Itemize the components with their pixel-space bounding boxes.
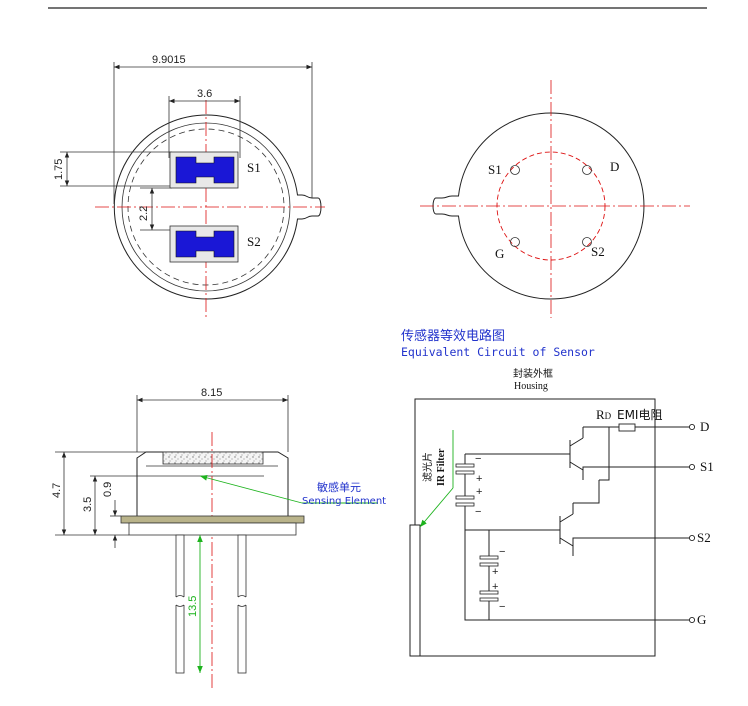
dim-h2: 3.5 (82, 497, 94, 512)
sensor-capacitor-1 (455, 454, 475, 475)
label-g-bottom: G (495, 246, 504, 261)
base-header (128, 522, 297, 536)
cap2-minus: − (475, 506, 481, 518)
pin-s1 (510, 165, 520, 175)
cap3-plus: + (492, 566, 498, 578)
terminal-d (688, 423, 696, 431)
cap1-minus: − (475, 453, 481, 465)
jfet-2 (559, 503, 574, 556)
cap3-minus: − (499, 546, 505, 558)
filter-label-cn: 滤光片 (421, 452, 434, 482)
terminal-label-d: D (700, 419, 709, 434)
emi-label: EMI电阻 (617, 408, 662, 422)
terminal-s2 (688, 534, 696, 542)
housing-label-en: Housing (514, 381, 548, 392)
dim-h3: 0.9 (102, 482, 114, 497)
label-s1-top: S1 (247, 160, 261, 175)
dim-lead: 13.5 (187, 596, 199, 617)
pin-circle (496, 151, 606, 261)
dim-height: 1.75 (53, 159, 65, 180)
dim-height-side: 4.7 (51, 483, 63, 498)
dim-width: 9.9015 (152, 54, 186, 66)
circuit-title-cn: 传感器等效电路图 (401, 328, 505, 344)
housing-frame (414, 398, 656, 657)
rd-label: RD (596, 407, 612, 422)
ir-filter-element (409, 524, 421, 657)
label-s2-bottom: S2 (591, 244, 605, 259)
side-view: 8.15 4.7 3.5 0.9 13.5 敏感单元 Sensing Eleme… (51, 387, 386, 690)
cap4-plus: + (492, 581, 498, 593)
label-s1-bottom: S1 (488, 162, 502, 177)
cap1-plus: + (476, 473, 482, 485)
circuit-title-en: Equivalent Circuit of Sensor (401, 345, 595, 359)
jfet-1 (569, 427, 584, 480)
emi-resistor (618, 423, 636, 432)
sensing-element-s2 (169, 225, 239, 263)
label-s2-top: S2 (247, 234, 261, 249)
cap4-minus: − (499, 601, 505, 613)
terminal-label-g: G (697, 612, 706, 627)
terminal-label-s2: S2 (697, 530, 711, 545)
pin-s2 (582, 237, 592, 247)
bottom-view: S1 D G S2 (420, 80, 690, 318)
sensing-element-s1 (169, 151, 239, 189)
cap2-plus: + (476, 486, 482, 498)
label-d-bottom: D (610, 159, 619, 174)
top-body-outline (113, 114, 322, 300)
sensor-capacitor-2 (455, 474, 475, 507)
base-flange (120, 515, 305, 524)
dim-pitch: 3.6 (197, 88, 212, 100)
sensing-element-label-en: Sensing Element (302, 496, 386, 507)
terminal-g (688, 616, 696, 624)
pin-g (510, 237, 520, 247)
terminal-label-s1: S1 (700, 459, 714, 474)
sensing-element-label-cn: 敏感单元 (317, 480, 361, 494)
ir-filter-window (162, 451, 264, 465)
bottom-body-outline (432, 112, 645, 300)
equivalent-circuit: 传感器等效电路图 Equivalent Circuit of Sensor 封装… (401, 328, 714, 657)
dim-gap: 2.2 (138, 206, 150, 221)
terminal-s1 (688, 463, 696, 471)
pin-d (582, 165, 592, 175)
sensor-capacitor-3 (479, 555, 499, 567)
dim-can-width: 8.15 (201, 387, 222, 399)
filter-label-en: IR Filter (436, 448, 447, 486)
top-view: 9.9015 3.6 1.75 2.2 S1 S2 (53, 54, 325, 318)
housing-label-cn: 封装外框 (513, 367, 553, 380)
